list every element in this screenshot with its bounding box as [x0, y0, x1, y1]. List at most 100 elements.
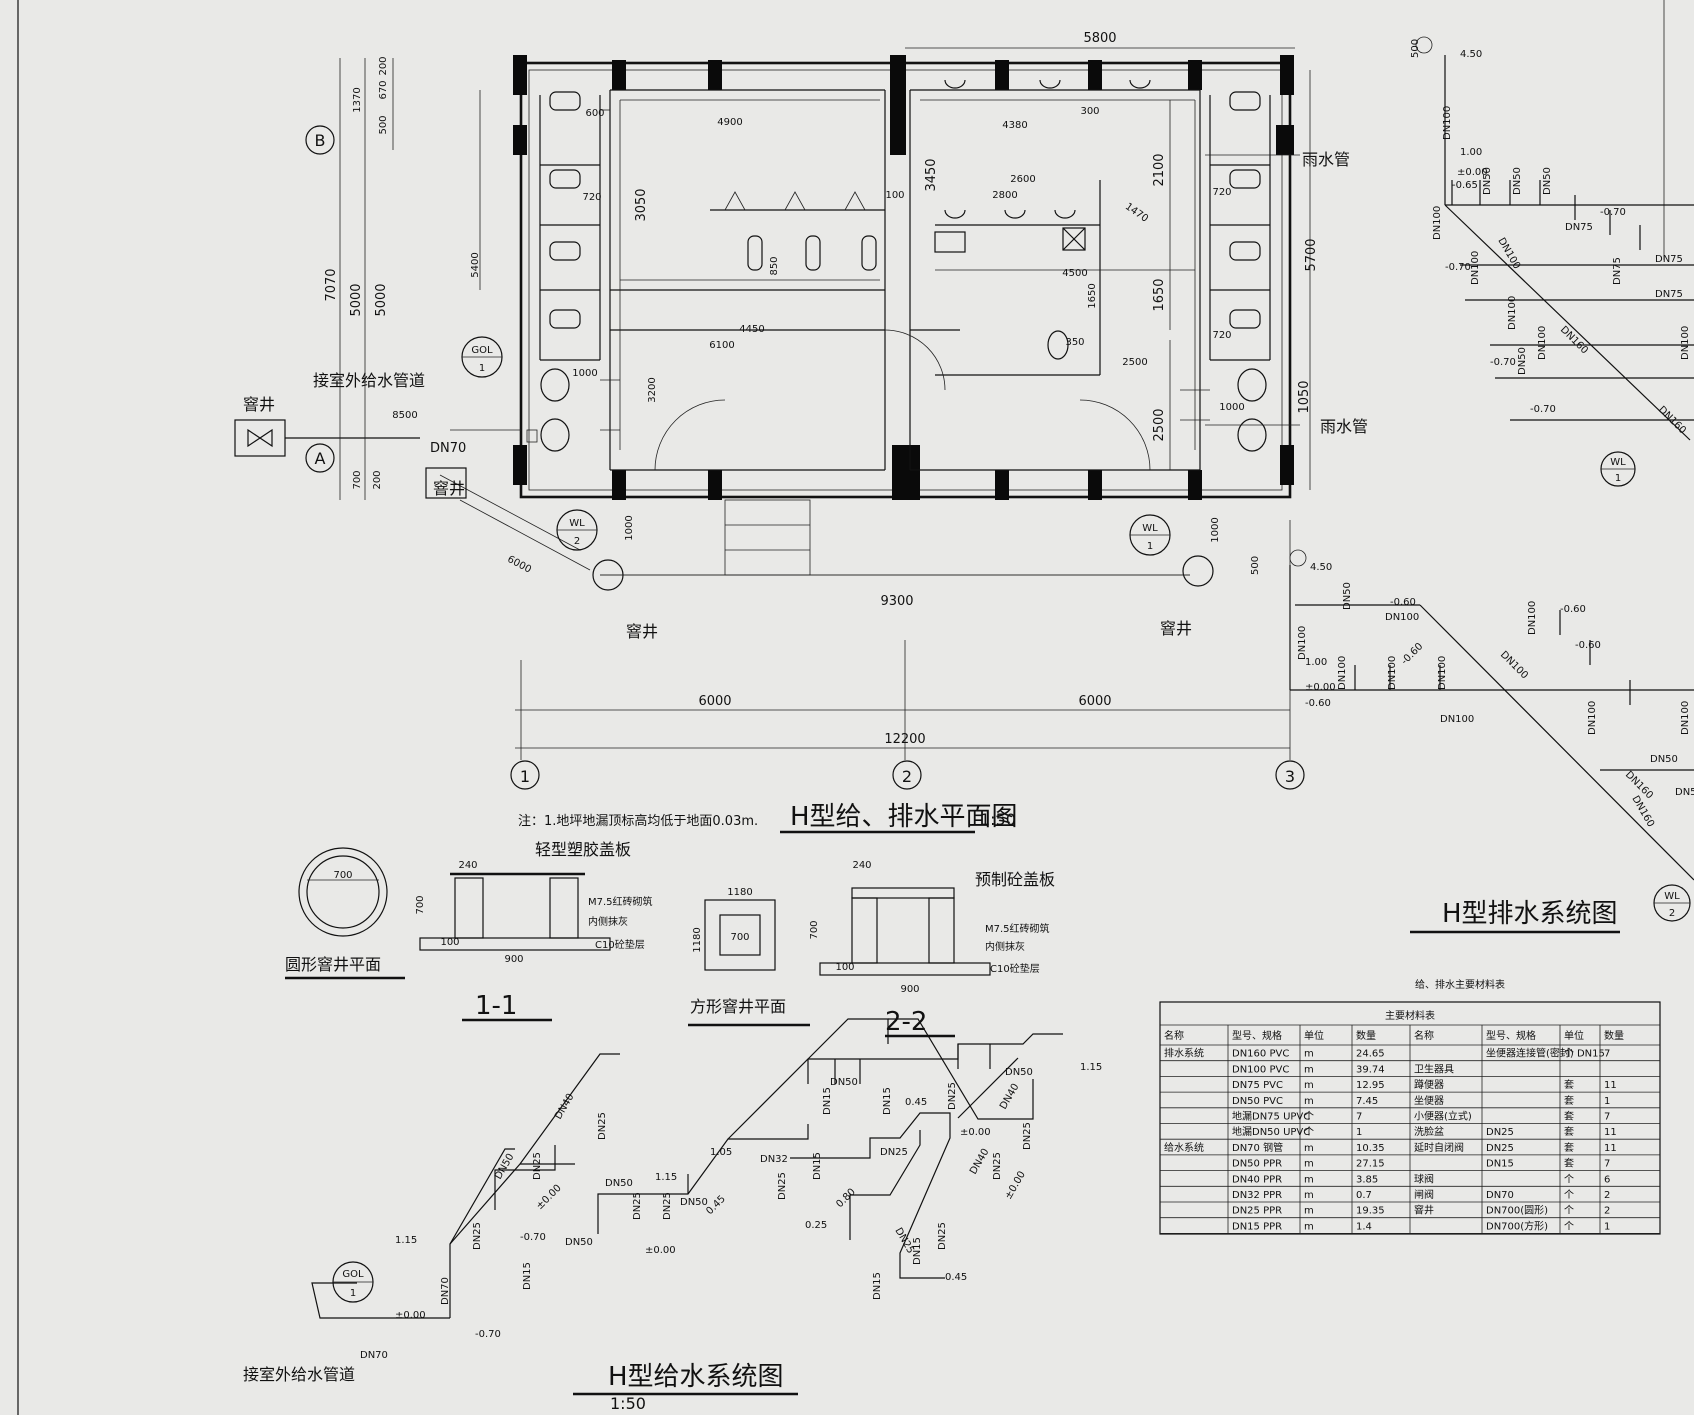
svg-text:内侧抹灰: 内侧抹灰	[985, 940, 1025, 953]
svg-text:1000: 1000	[572, 368, 597, 379]
table-cell: DN15	[1486, 1159, 1514, 1170]
table-cell: 蹲便器	[1414, 1078, 1444, 1091]
svg-text:DN100: DN100	[1385, 612, 1419, 623]
svg-text:3050: 3050	[634, 188, 649, 221]
svg-text:2: 2	[574, 536, 580, 547]
svg-text:900: 900	[900, 984, 919, 995]
drain-tag-wl-2: WL 2	[1653, 884, 1691, 922]
drain-upper-pipes	[1415, 36, 1694, 441]
svg-text:DN15: DN15	[872, 1272, 883, 1300]
svg-text:DN100: DN100	[1507, 296, 1518, 330]
table-cell: 洗脸盆	[1414, 1125, 1444, 1138]
water-tag-gol-1: GOL 1	[332, 1261, 374, 1303]
svg-text:700: 700	[352, 470, 363, 489]
partitions	[539, 89, 1271, 471]
section-1-1-title: 1-1	[475, 991, 517, 1021]
svg-text:700: 700	[415, 895, 426, 914]
well-label-3: 窨井	[626, 622, 658, 641]
svg-text:900: 900	[504, 954, 523, 965]
table-cell: 套	[1564, 1110, 1574, 1123]
axis-2-label: 2	[902, 767, 912, 786]
svg-text:DN25: DN25	[597, 1112, 608, 1140]
square-well-plan: 1180 1180 700 方形窨井平面	[688, 887, 810, 1027]
svg-text:M7.5红砖砌筑: M7.5红砖砌筑	[985, 922, 1050, 935]
svg-text:1: 1	[1615, 473, 1621, 484]
svg-text:240: 240	[458, 860, 477, 871]
svg-text:DN70: DN70	[360, 1350, 388, 1361]
svg-text:DN25: DN25	[937, 1222, 948, 1250]
svg-text:DN50: DN50	[605, 1178, 633, 1189]
table-cell: m	[1304, 1159, 1314, 1170]
table-header-cell: 单位	[1304, 1029, 1324, 1042]
svg-text:1180: 1180	[692, 927, 703, 952]
floor-plan: B A 1 2 3 GOL 1 WL 2	[234, 31, 1368, 834]
svg-text:预制砼盖板: 预制砼盖板	[975, 870, 1055, 889]
drain-lower-pipes	[1289, 549, 1694, 881]
table-header-cell: 单位	[1564, 1029, 1584, 1042]
square-well-title: 方形窨井平面	[690, 997, 786, 1016]
svg-text:100: 100	[885, 190, 904, 201]
svg-text:200: 200	[378, 56, 389, 75]
table-cell: 个	[1564, 1189, 1574, 1201]
axis-3-bubble	[1275, 760, 1305, 790]
svg-text:DN15: DN15	[882, 1087, 893, 1115]
svg-text:±0.00: ±0.00	[1457, 167, 1488, 178]
table-cell: 11	[1604, 1080, 1617, 1091]
table-cell: m	[1304, 1206, 1314, 1217]
svg-text:4380: 4380	[1002, 120, 1027, 131]
svg-text:1.15: 1.15	[395, 1235, 417, 1246]
svg-text:2500: 2500	[1122, 357, 1147, 368]
svg-text:1: 1	[479, 363, 485, 374]
svg-text:12200: 12200	[884, 732, 925, 747]
svg-text:0.25: 0.25	[805, 1220, 827, 1231]
svg-text:DN50: DN50	[680, 1197, 708, 1208]
axis-b-label: B	[315, 131, 326, 150]
svg-text:DN100: DN100	[1337, 656, 1348, 690]
svg-text:DN50: DN50	[565, 1237, 593, 1248]
svg-text:DN100: DN100	[1470, 251, 1481, 285]
svg-text:±0.00: ±0.00	[645, 1245, 676, 1256]
table-cell: DN70	[1486, 1190, 1514, 1201]
svg-text:DN25: DN25	[532, 1152, 543, 1180]
svg-text:DN15: DN15	[812, 1152, 823, 1180]
table-cell: m	[1304, 1174, 1314, 1185]
svg-text:DN100: DN100	[1440, 714, 1474, 725]
axis-2-bubble	[892, 760, 922, 790]
table-cell: 个	[1564, 1220, 1574, 1232]
drain-tag-wl-1: WL 1	[1600, 451, 1636, 487]
svg-text:±0.00: ±0.00	[1305, 682, 1336, 693]
svg-text:3450: 3450	[924, 158, 939, 191]
svg-text:-0.70: -0.70	[475, 1329, 501, 1340]
svg-text:1050: 1050	[1297, 380, 1312, 413]
table-cell: 坐便器	[1414, 1094, 1444, 1107]
table-cell: DN25 PPR	[1232, 1206, 1282, 1217]
svg-text:DN50: DN50	[1342, 582, 1353, 610]
table-cell: 窨井	[1414, 1204, 1434, 1217]
svg-text:1650: 1650	[1087, 283, 1098, 308]
wl-1-tag: WL 1	[1129, 514, 1171, 556]
table-col-lines	[1227, 1025, 1601, 1234]
svg-text:700: 700	[809, 920, 820, 939]
wl-2-tag: WL 2	[556, 509, 598, 551]
table-cell: DN50 PPR	[1232, 1159, 1282, 1170]
table-cell: 27.15	[1356, 1159, 1385, 1170]
table-cell: 7.45	[1356, 1096, 1378, 1107]
plan-tags: GOL 1 WL 2 WL 1	[461, 336, 1171, 556]
columns	[513, 55, 1294, 500]
axis-1-label: 1	[520, 767, 530, 786]
svg-text:WL: WL	[569, 518, 585, 529]
svg-text:350: 350	[1065, 337, 1084, 348]
manholes	[234, 419, 1214, 591]
svg-text:1.15: 1.15	[1080, 1062, 1102, 1073]
well-label-2: 窨井	[433, 479, 465, 498]
svg-text:DN50: DN50	[1005, 1067, 1033, 1078]
table-cell: DN50 PVC	[1232, 1096, 1283, 1107]
